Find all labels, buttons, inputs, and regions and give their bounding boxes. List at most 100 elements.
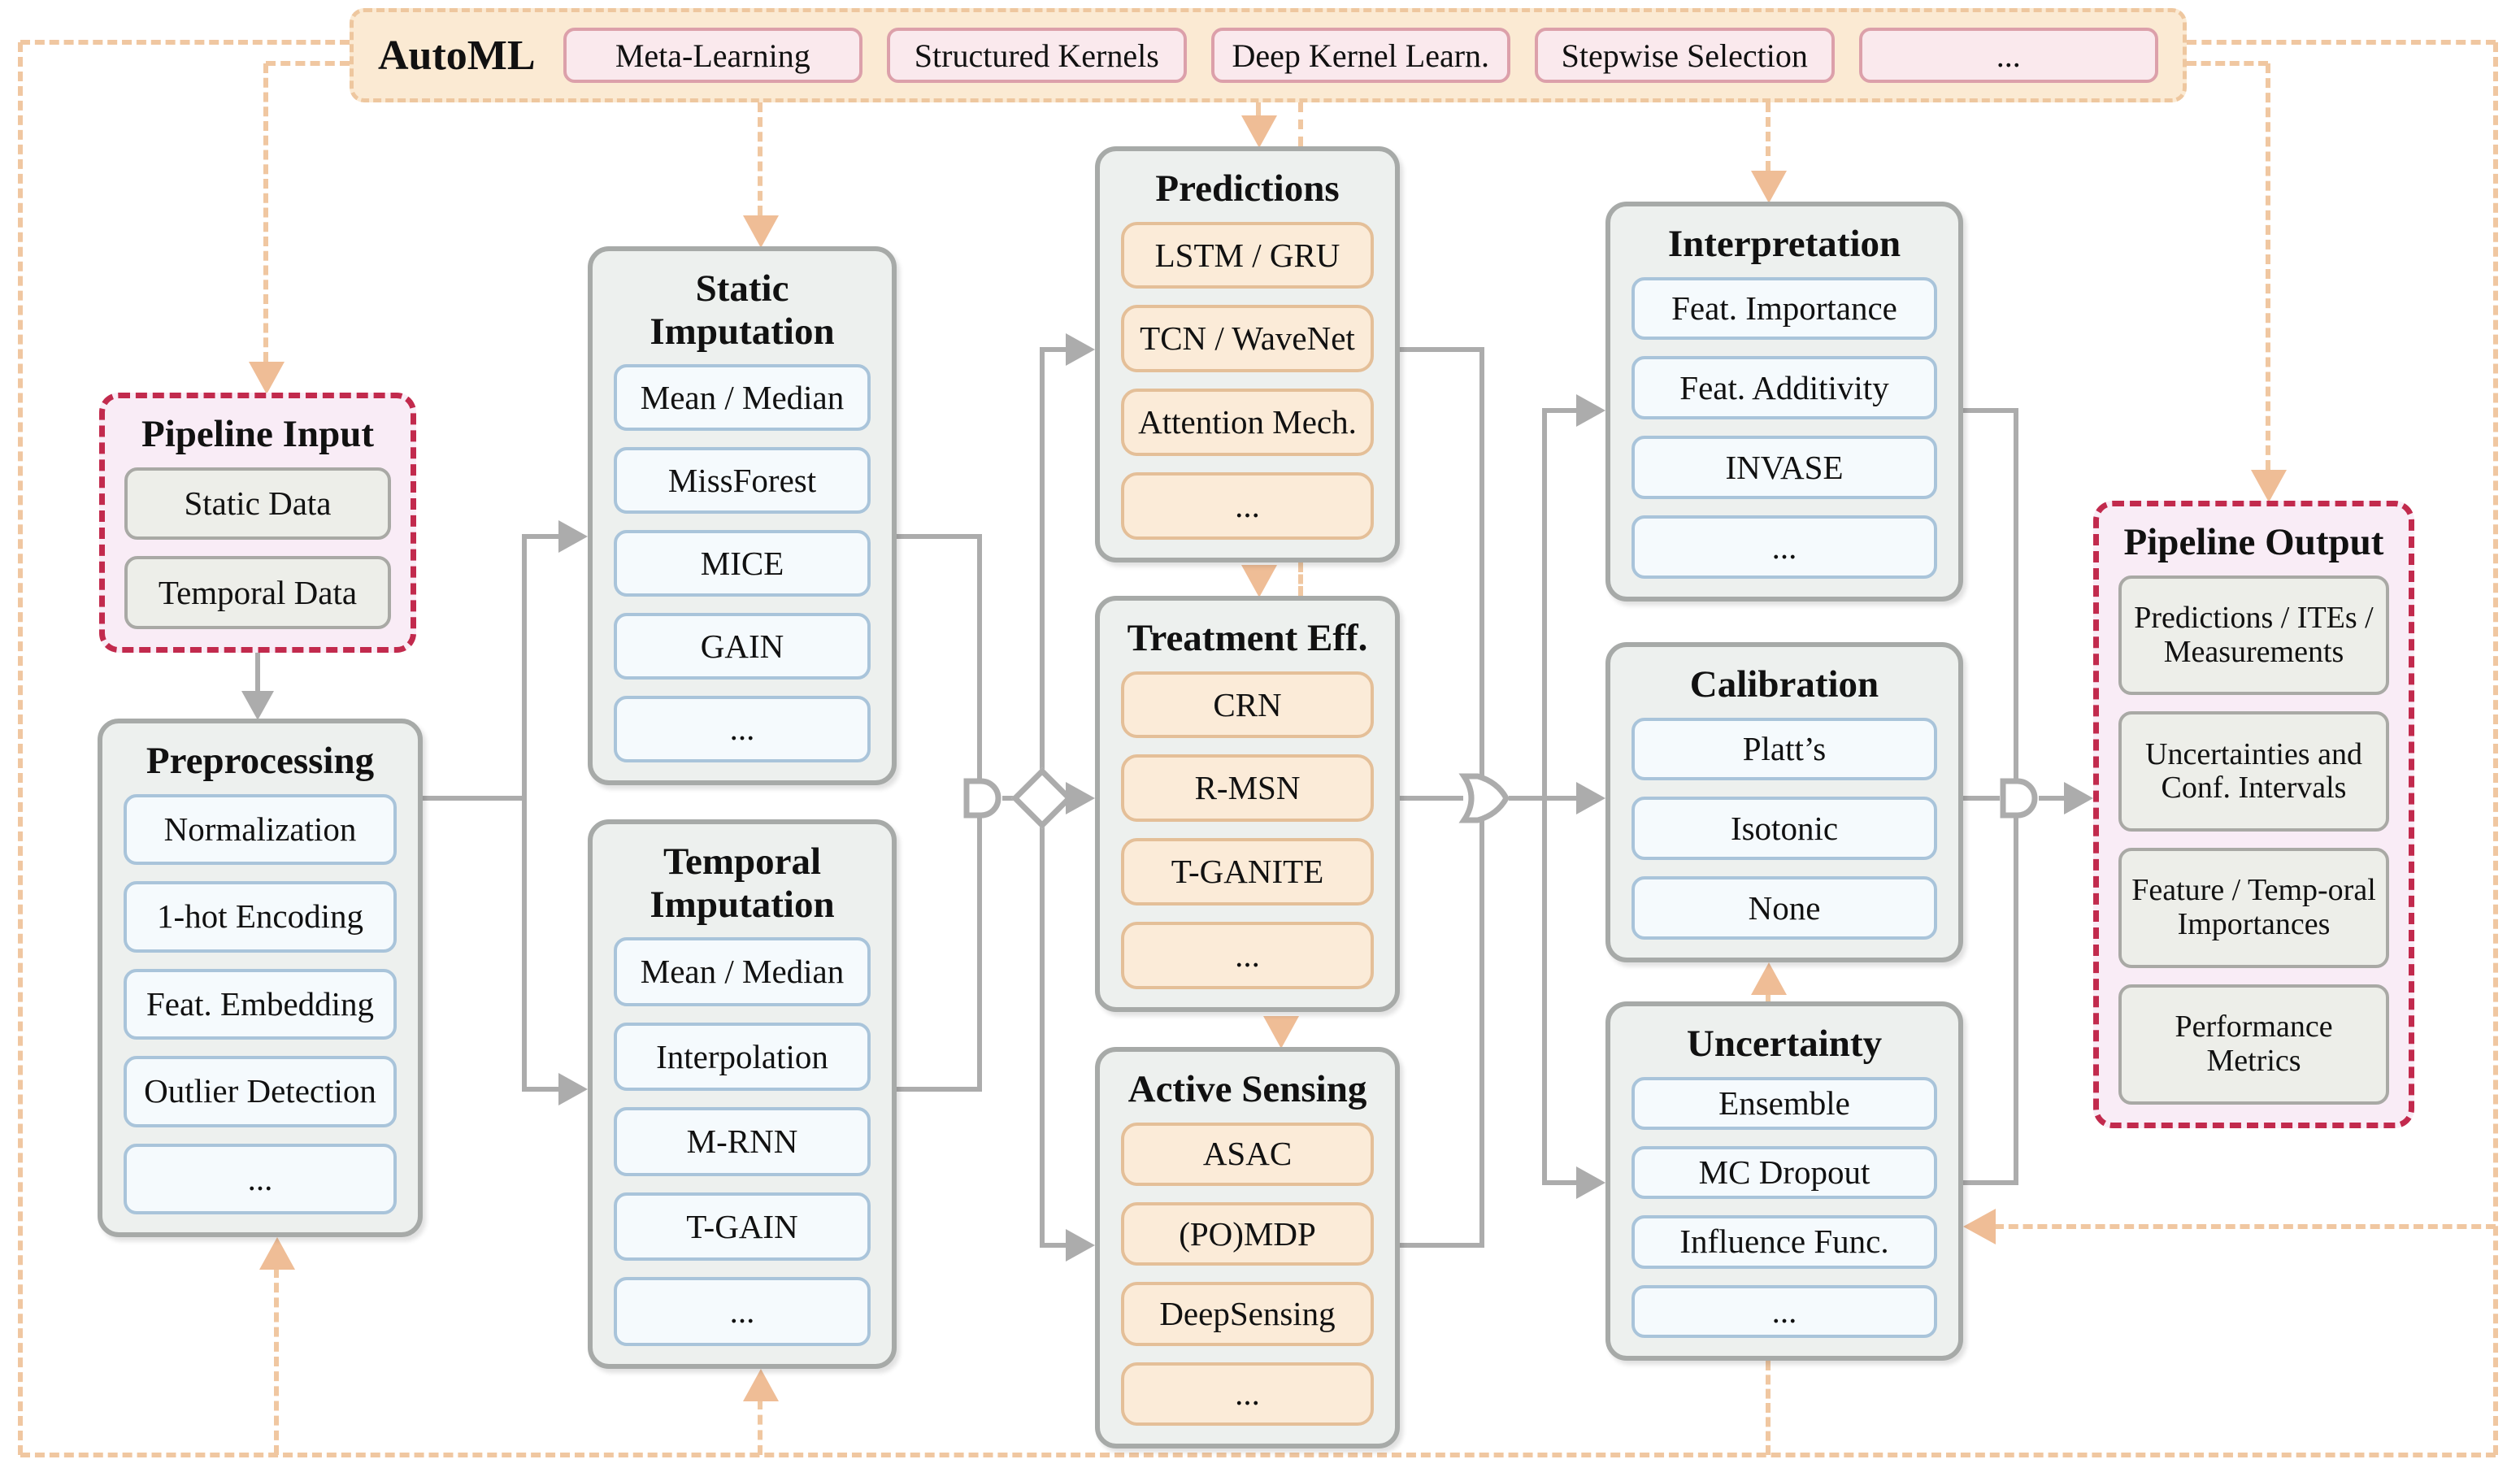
flow-line <box>255 649 260 694</box>
uncertainty-item: ... <box>1631 1284 1937 1338</box>
arrow-into-pipeline-output-icon <box>2251 470 2287 502</box>
arrow-into-treatment-icon <box>1241 565 1277 597</box>
calibration-item: None <box>1631 876 1937 940</box>
feedback-line <box>274 1268 279 1455</box>
treatment-effects-title: Treatment Eff. <box>1127 617 1368 659</box>
flow-line <box>1400 796 1463 801</box>
active-sensing-item: (PO)MDP <box>1121 1201 1374 1266</box>
flow-line <box>1042 347 1069 352</box>
feedback-line <box>1994 1224 2496 1229</box>
uncertainty-item: MC Dropout <box>1631 1145 1937 1200</box>
pipeline-input-item: Static Data <box>124 467 391 541</box>
flow-line <box>522 534 527 1092</box>
flow-line <box>1963 796 2000 801</box>
static-imputation-title: Static Imputation <box>650 267 835 353</box>
arrow-into-temporal-imputation-icon <box>558 1073 588 1105</box>
arrow-into-pipeline-input-icon <box>249 362 285 394</box>
active-sensing-item: ... <box>1121 1362 1374 1426</box>
feedback-line <box>2187 40 2496 45</box>
pipeline-output-item: Feature / Temp-oral Importances <box>2118 848 2389 969</box>
arrow-into-uncertainty-icon <box>1576 1166 1605 1199</box>
predictions-item: TCN / WaveNet <box>1121 305 1374 373</box>
temporal-imputation-title: Temporal Imputation <box>650 840 835 926</box>
calibration-item: Isotonic <box>1631 797 1937 861</box>
temporal-imputation-item: T-GAIN <box>614 1192 871 1262</box>
treatment-effects-item: ... <box>1121 922 1374 989</box>
active-sensing-item: DeepSensing <box>1121 1282 1374 1346</box>
pipeline-output-title: Pipeline Output <box>2123 521 2384 563</box>
interpretation-item: Feat. Additivity <box>1631 356 1937 420</box>
preprocessing-title: Preprocessing <box>146 740 375 782</box>
predictions-item: Attention Mech. <box>1121 389 1374 457</box>
temporal-imputation-item: M-RNN <box>614 1107 871 1176</box>
calibration-item: Platt’s <box>1631 717 1937 781</box>
interpretation-item: INVASE <box>1631 436 1937 500</box>
preprocessing-item: 1-hot Encoding <box>124 881 397 953</box>
pipeline-input-item: Temporal Data <box>124 556 391 629</box>
calibration-title: Calibration <box>1689 663 1879 706</box>
arrow-into-calibration-icon <box>1576 782 1605 814</box>
output-gate-icon <box>2000 778 2038 819</box>
automl-item: Stepwise Selection <box>1535 28 1835 83</box>
feedback-line <box>1298 102 1303 146</box>
predictions-item: ... <box>1121 472 1374 540</box>
treatment-effects-item: R-MSN <box>1121 754 1374 823</box>
static-imputation-item: MICE <box>614 530 871 597</box>
feedback-line <box>1298 562 1303 596</box>
or-gate-icon <box>1458 773 1510 823</box>
arrow-into-uncertainty-icon <box>1963 1209 1996 1244</box>
interpretation-item: Feat. Importance <box>1631 276 1937 341</box>
static-imputation-item: GAIN <box>614 613 871 680</box>
automl-item: ... <box>1858 28 2158 83</box>
automl-item: Deep Kernel Learn. <box>1210 28 1511 83</box>
flow-line <box>1545 1180 1579 1185</box>
flow-line <box>1042 1243 1069 1248</box>
flow-line <box>2039 796 2067 801</box>
automl-title: AutoML <box>378 32 536 79</box>
treatment-effects-item: T-GANITE <box>1121 838 1374 906</box>
arrow-into-calibration-icon <box>1751 962 1787 995</box>
feedback-line <box>758 102 763 215</box>
active-sensing-item: ASAC <box>1121 1122 1374 1186</box>
interpretation-title: Interpretation <box>1667 223 1901 265</box>
feedback-line <box>18 42 23 1455</box>
feedback-line <box>1766 993 1771 1003</box>
flow-line <box>524 1087 562 1092</box>
temporal-imputation-item: Interpolation <box>614 1022 871 1092</box>
branch-diamond-icon <box>1010 767 1074 830</box>
pipeline-output-item: Predictions / ITEs / Measurements <box>2118 575 2389 696</box>
feedback-line <box>758 1400 763 1455</box>
arrow-into-interpretation-icon <box>1576 394 1605 427</box>
preprocessing-item: Outlier Detection <box>124 1056 397 1127</box>
flow-line <box>897 534 980 539</box>
arrow-into-preprocessing-icon <box>259 1237 295 1270</box>
flow-branch-line <box>1542 408 1547 1185</box>
pipeline-output-item: Performance Metrics <box>2118 984 2389 1105</box>
flow-line <box>423 796 527 801</box>
flow-line <box>897 1087 980 1092</box>
feedback-line <box>2187 61 2268 66</box>
feedback-bottom-line <box>20 1453 2496 1457</box>
arrow-into-predictions-icon <box>1241 115 1277 148</box>
arrow-into-static-imputation-icon <box>558 520 588 553</box>
flow-line <box>1400 347 1482 352</box>
uncertainty-title: Uncertainty <box>1686 1023 1883 1065</box>
predictions-item: LSTM / GRU <box>1121 221 1374 289</box>
